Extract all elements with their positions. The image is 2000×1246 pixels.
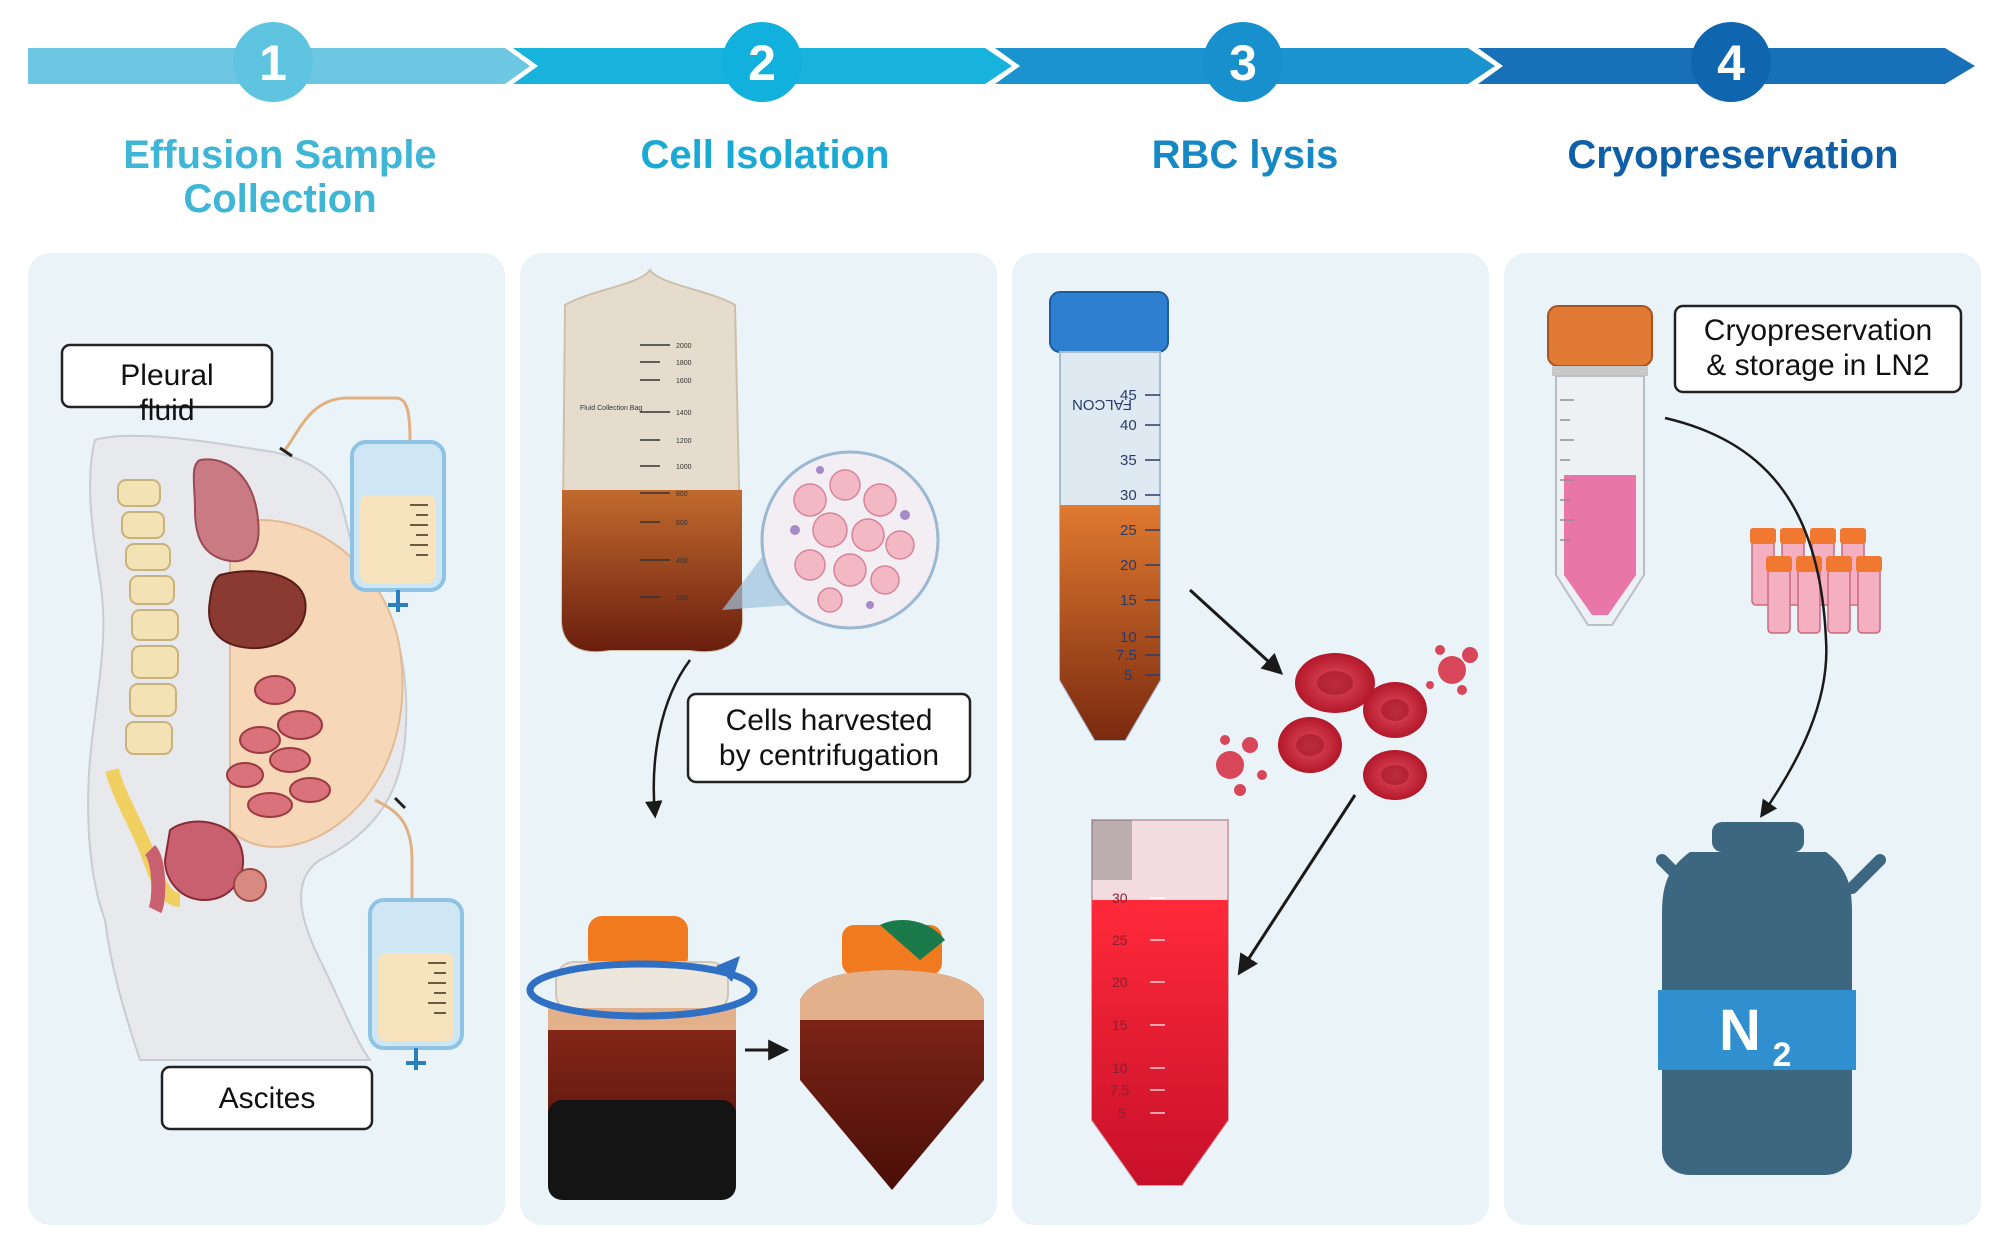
lysed-tube-icon: 30 25 20 15 10 7.5 5 bbox=[1091, 819, 1229, 1186]
tube-tick-9: 7.5 bbox=[1116, 647, 1137, 664]
step-2-number: 2 bbox=[748, 35, 776, 91]
step-4-title: Cryopreservation bbox=[1567, 133, 1898, 177]
bag-tick-9: 400 bbox=[676, 558, 688, 565]
tube-tick-1: 45 bbox=[1120, 387, 1137, 404]
pleural-label-line2: fluid bbox=[139, 394, 194, 427]
centrifuge-bottle-icon bbox=[548, 916, 736, 1200]
conical-tube-icon: 45 40 35 30 25 20 15 10 7.5 5 FALCON bbox=[1049, 291, 1169, 741]
collection-bag-icon: 2000 1800 1600 1400 1200 1000 800 600 40… bbox=[560, 268, 744, 653]
conical-bottle-icon bbox=[800, 920, 984, 1190]
step-2-title: Cell Isolation bbox=[641, 133, 890, 177]
tube2-tick-4: 15 bbox=[1112, 1017, 1128, 1033]
tube-tick-2: 40 bbox=[1120, 417, 1137, 434]
step-2-badge bbox=[722, 22, 802, 102]
cryo-label-line1: Cryopreservation bbox=[1704, 314, 1932, 347]
step-1-title-line1: Effusion Sample bbox=[123, 133, 436, 177]
bag-label: Fluid Collection Bag bbox=[580, 405, 642, 412]
tube-tick-8: 10 bbox=[1120, 629, 1137, 646]
bag-tick-4: 1400 bbox=[676, 410, 692, 417]
tube2-tick-2: 25 bbox=[1112, 932, 1128, 948]
bag-tick-2: 1800 bbox=[676, 360, 692, 367]
harvest-label-line1: Cells harvested bbox=[726, 704, 933, 737]
step-1-title-line2: Collection bbox=[183, 177, 376, 221]
tube-tick-7: 15 bbox=[1120, 592, 1137, 609]
bag-tick-8: 600 bbox=[676, 520, 688, 527]
bag-tick-3: 1600 bbox=[676, 378, 692, 385]
tube-tick-6: 20 bbox=[1120, 557, 1137, 574]
red-blood-cell-icon bbox=[1216, 645, 1478, 800]
bag-tick-1: 2000 bbox=[676, 343, 692, 350]
tube-brand: FALCON bbox=[1072, 396, 1132, 413]
drainage-bag-icon-2 bbox=[368, 898, 464, 1070]
bag-tick-5: 1200 bbox=[676, 438, 692, 445]
harvest-label-box bbox=[686, 692, 972, 784]
body-anatomy-icon bbox=[87, 434, 408, 1061]
bag-tick-6: 1000 bbox=[676, 464, 692, 471]
tube2-tick-1: 30 bbox=[1112, 890, 1128, 906]
tube2-tick-5: 10 bbox=[1112, 1060, 1128, 1076]
step-3-number: 3 bbox=[1229, 35, 1257, 91]
step-3-title: RBC lysis bbox=[1152, 133, 1339, 177]
cryo-label-line2: & storage in LN2 bbox=[1706, 349, 1929, 382]
step-banner: 1 2 3 4 bbox=[28, 22, 1975, 102]
ln2-tank-icon: N 2 bbox=[1656, 822, 1886, 1175]
step-4-badge bbox=[1691, 22, 1771, 102]
pleural-label-box bbox=[60, 343, 274, 409]
bag-tick-7: 800 bbox=[676, 491, 688, 498]
cryovial-icon bbox=[1547, 305, 1653, 626]
cryovial-rack-icon bbox=[1750, 528, 1882, 634]
tube-tick-3: 35 bbox=[1120, 452, 1137, 469]
cell-magnifier-icon bbox=[760, 450, 940, 630]
tube-tick-10: 5 bbox=[1124, 667, 1132, 684]
tank-subscript: 2 bbox=[1773, 1036, 1792, 1074]
tube2-tick-7: 5 bbox=[1118, 1105, 1126, 1121]
tube2-tick-3: 20 bbox=[1112, 974, 1128, 990]
harvest-label-line2: by centrifugation bbox=[719, 739, 939, 772]
step-1-badge bbox=[233, 22, 313, 102]
drainage-bag-icon bbox=[350, 440, 446, 612]
step-1-number: 1 bbox=[259, 35, 287, 91]
tank-symbol: N bbox=[1719, 998, 1761, 1063]
ascites-label: Ascites bbox=[219, 1082, 316, 1115]
cryo-label-box bbox=[1673, 304, 1963, 394]
tube-tick-4: 30 bbox=[1120, 487, 1137, 504]
step-4-number: 4 bbox=[1717, 35, 1745, 91]
pleural-label-line1: Pleural bbox=[120, 359, 213, 392]
tube-tick-5: 25 bbox=[1120, 522, 1137, 539]
rotation-arrow-icon bbox=[526, 956, 758, 1020]
tube2-tick-6: 7.5 bbox=[1110, 1082, 1130, 1098]
ascites-label-box bbox=[160, 1065, 374, 1131]
step-3-badge bbox=[1203, 22, 1283, 102]
bag-tick-10: 200 bbox=[676, 595, 688, 602]
